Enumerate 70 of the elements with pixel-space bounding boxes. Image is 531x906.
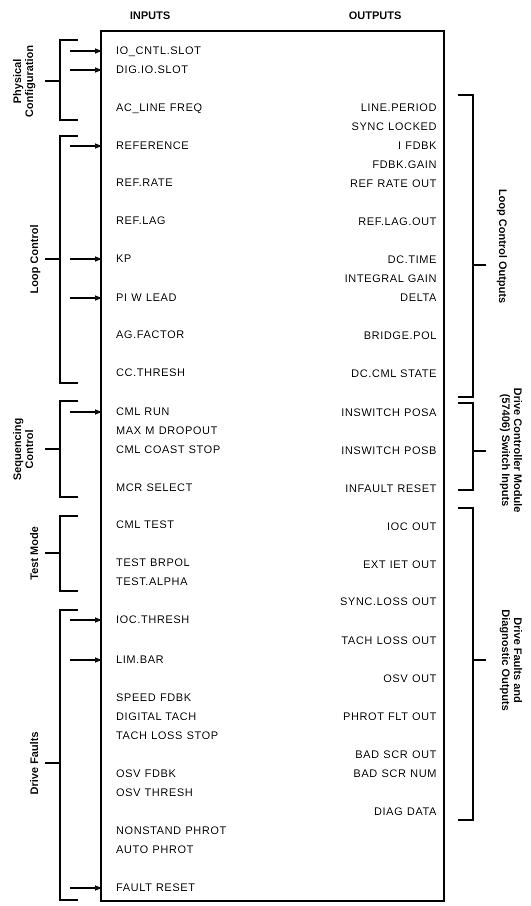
input-signal-label: MAX M DROPOUT — [102, 423, 218, 439]
arrow — [70, 143, 102, 149]
output-signal-label: BAD SCR OUT — [355, 747, 443, 763]
input-signal-label: AC_LINE FREQ — [102, 100, 203, 116]
input-signal-label: CML RUN — [102, 404, 170, 420]
arrow — [70, 256, 102, 262]
group-label: Sequencing Control — [12, 416, 36, 482]
output-signal-label: DIAG DATA — [374, 804, 443, 820]
input-signal-label: LIM.BAR — [102, 652, 164, 668]
input-signal-label: TEST.ALPHA — [102, 574, 188, 590]
output-signal-label: INSWITCH POSB — [341, 443, 443, 459]
arrow — [70, 885, 102, 891]
output-signal-label: SYNC.LOSS OUT — [340, 594, 443, 610]
output-signal-label: BAD SCR NUM — [353, 766, 443, 782]
output-signal-label: REF.LAG.OUT — [358, 214, 443, 230]
input-signal-label: IOC.THRESH — [102, 612, 190, 628]
output-signal-label: SYNC LOCKED — [352, 119, 443, 135]
output-signal-label: DC.TIME — [388, 252, 443, 268]
arrow — [70, 409, 102, 415]
group-label: Drive Faults — [29, 730, 41, 796]
group-label: Loop Control — [29, 223, 41, 296]
input-signal-label: PI W LEAD — [102, 290, 178, 306]
output-signal-label: INFAULT RESET — [345, 481, 443, 497]
arrow — [70, 48, 102, 54]
output-signal-label: IOC OUT — [386, 519, 443, 535]
input-signal-label: REF.LAG — [102, 213, 166, 229]
input-signal-label: REFERENCE — [102, 138, 190, 154]
output-signal-label: BRIDGE.POL — [364, 328, 443, 344]
input-signal-label: OSV FDBK — [102, 766, 176, 782]
input-signal-label: CML TEST — [102, 517, 175, 533]
input-signal-label: CML COAST STOP — [102, 442, 221, 458]
input-signal-label: CC.THRESH — [102, 365, 186, 381]
block-box — [100, 30, 445, 902]
group-label: Drive Controller Module (57406) Switch Inputs — [499, 386, 523, 514]
group-label: Drive Faults and Diagnostic Outputs — [499, 608, 523, 713]
input-signal-label: OSV THRESH — [102, 785, 194, 801]
output-signal-label: DC.CML STATE — [351, 366, 443, 382]
output-signal-label: EXT IET OUT — [362, 557, 443, 573]
group-label: Physical Configuration — [12, 44, 36, 120]
input-signal-label: AUTO PHROT — [102, 842, 194, 858]
group-label: Test Mode — [29, 525, 41, 582]
output-signal-label: LINE.PERIOD — [360, 100, 443, 116]
output-signal-label: INSWITCH POSA — [341, 405, 443, 421]
output-signal-label: REF RATE OUT — [350, 176, 443, 192]
output-signal-label: FDBK.GAIN — [372, 157, 443, 173]
input-signal-label: DIG.IO.SLOT — [102, 62, 189, 78]
input-signal-label: DIGITAL TACH — [102, 709, 197, 725]
input-signal-label: FAULT RESET — [102, 880, 196, 896]
input-signal-label: REF.RATE — [102, 175, 174, 191]
input-signal-label: TACH LOSS STOP — [102, 728, 219, 744]
input-signal-label: NONSTAND PHROT — [102, 823, 227, 839]
input-signal-label: TEST BRPOL — [102, 555, 190, 571]
output-signal-label: TACH LOSS OUT — [341, 633, 443, 649]
group-label: Loop Control Outputs — [496, 188, 508, 306]
output-signal-label: INTEGRAL GAIN — [344, 271, 443, 287]
output-signal-label: DELTA — [400, 290, 443, 306]
input-signal-label: AG.FACTOR — [102, 327, 185, 343]
column-heading: OUTPUTS — [348, 10, 402, 22]
arrow — [70, 617, 102, 623]
arrow — [70, 67, 102, 73]
arrow — [70, 657, 102, 663]
input-signal-label: IO_CNTL.SLOT — [102, 43, 202, 59]
arrow — [70, 295, 102, 301]
output-signal-label: OSV OUT — [383, 671, 443, 687]
input-signal-label: KP — [102, 251, 132, 267]
input-signal-label: MCR SELECT — [102, 480, 193, 496]
output-signal-label: I FDBK — [398, 138, 443, 154]
output-signal-label: PHROT FLT OUT — [343, 709, 443, 725]
input-signal-label: SPEED FDBK — [102, 690, 192, 706]
column-heading: INPUTS — [128, 10, 172, 22]
